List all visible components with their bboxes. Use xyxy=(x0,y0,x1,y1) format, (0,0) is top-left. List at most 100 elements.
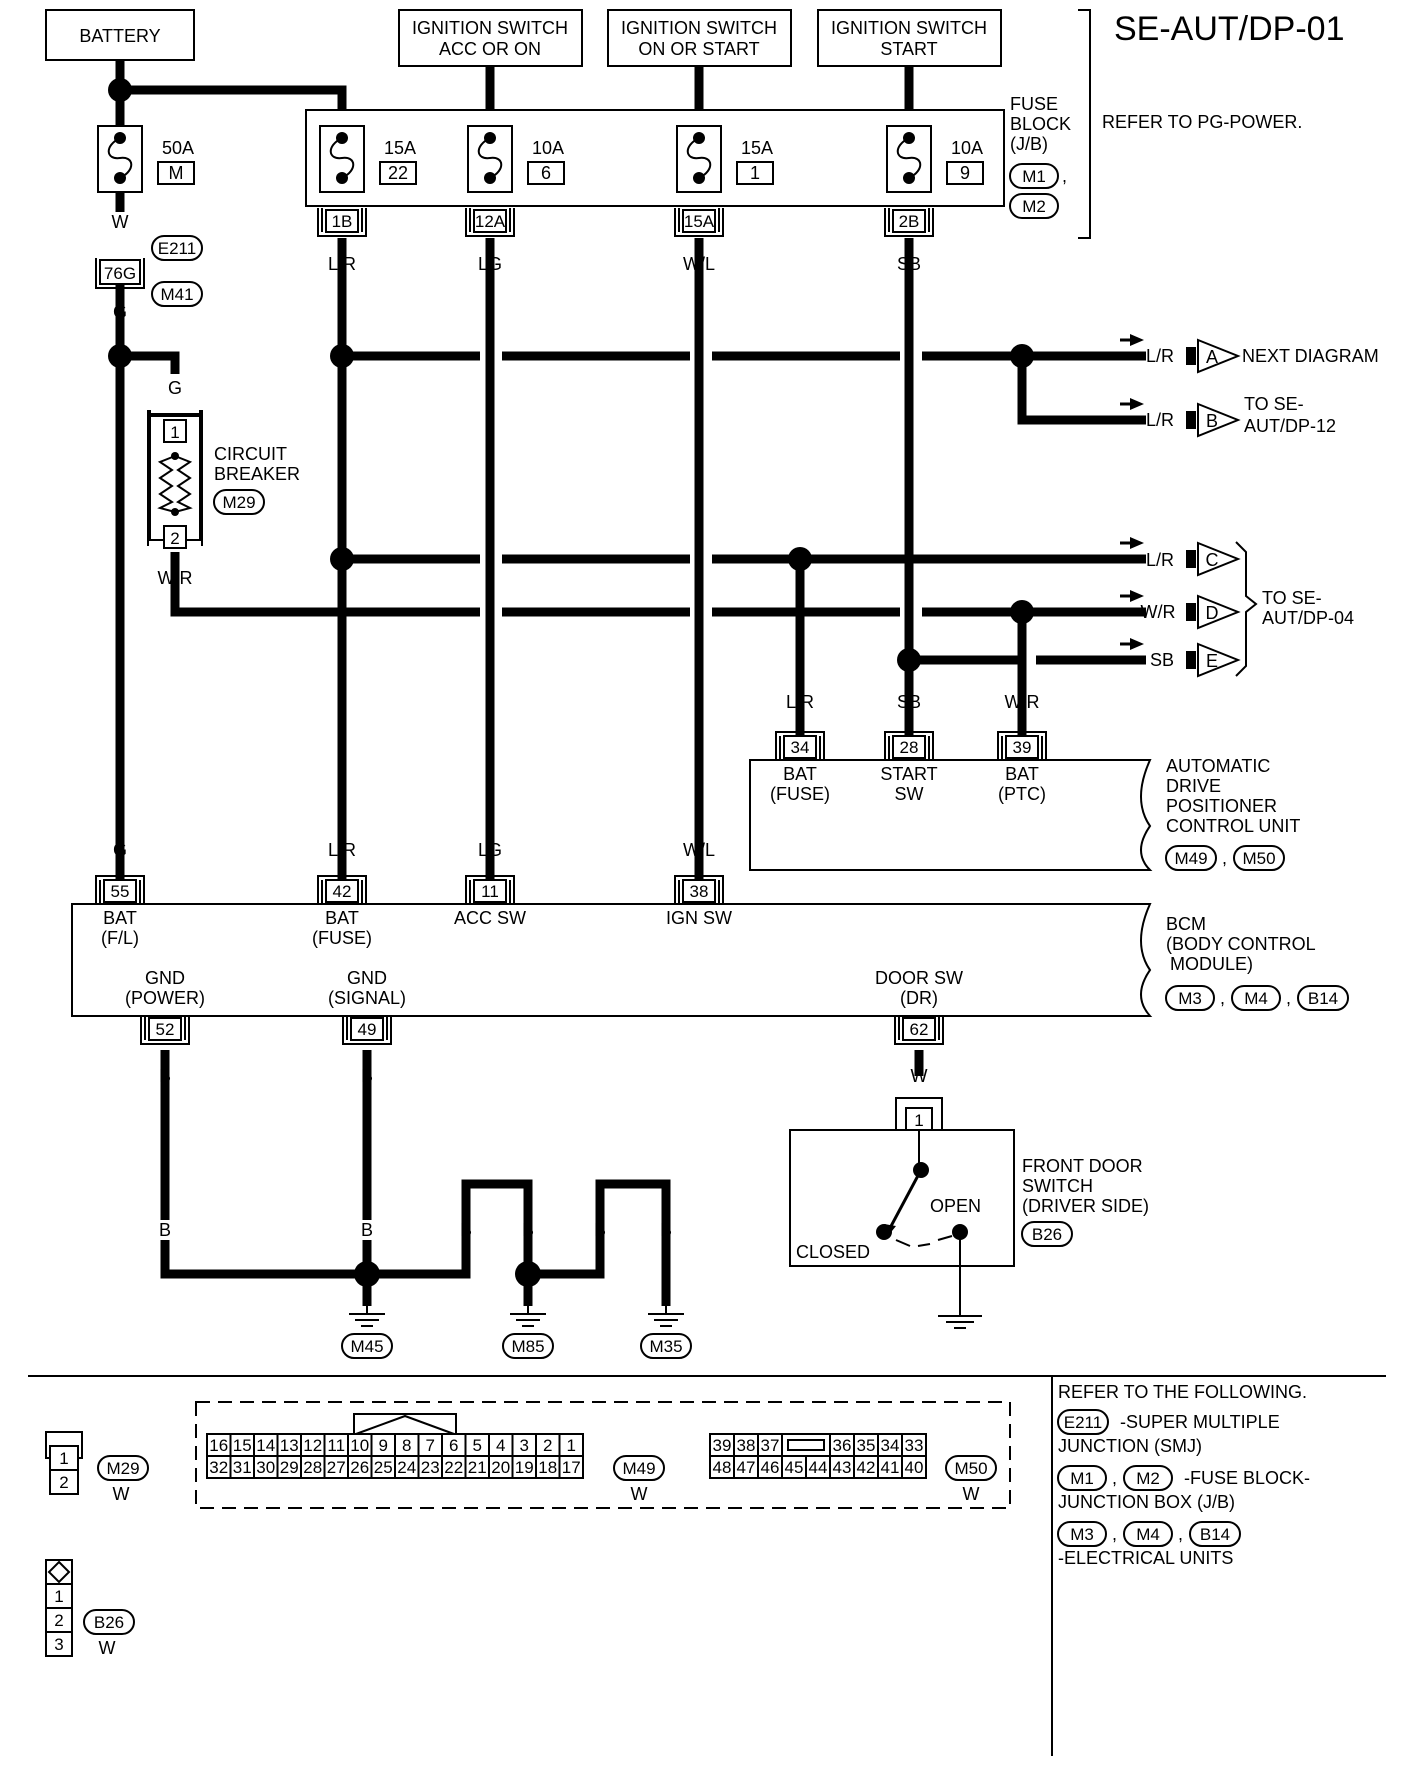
m49-pin: 21 xyxy=(468,1458,487,1477)
svg-text:B26: B26 xyxy=(94,1613,124,1632)
m49-pin: 31 xyxy=(233,1458,252,1477)
svg-text:SB: SB xyxy=(897,692,921,712)
m49-pin: 24 xyxy=(397,1458,416,1477)
splice-dot xyxy=(354,1261,380,1287)
m50-pin: 37 xyxy=(761,1436,780,1455)
svg-text:L/R: L/R xyxy=(328,254,356,274)
svg-text:1: 1 xyxy=(59,1449,68,1468)
ign-acc-on-box: IGNITION SWITCH ACC OR ON xyxy=(398,9,583,67)
svg-text:W/R: W/R xyxy=(1005,692,1040,712)
bcm-pin-name: BAT xyxy=(103,908,137,928)
connector-cde-bracket xyxy=(1235,541,1258,677)
circuit-breaker-ref: M29 xyxy=(213,489,265,515)
m49-pin: 32 xyxy=(209,1458,228,1477)
fuse-amp: 15A xyxy=(384,138,416,158)
svg-text:B26: B26 xyxy=(1032,1225,1062,1244)
door-switch-ref: B26 xyxy=(1021,1221,1073,1247)
ign-start-line2: START xyxy=(880,39,937,59)
fuse-id: 22 xyxy=(388,163,408,183)
fuse-block-title-1: FUSE xyxy=(1010,94,1058,114)
fuse-terminal-1: 12A xyxy=(465,208,515,237)
svg-text:62: 62 xyxy=(910,1020,929,1039)
m50-pin: 47 xyxy=(737,1458,756,1477)
bcm-pin-name: IGN SW xyxy=(666,908,732,928)
m49-pin: 6 xyxy=(449,1436,458,1455)
svg-text:M29: M29 xyxy=(222,493,255,512)
m50-pin: 45 xyxy=(785,1458,804,1477)
m49-pin: 5 xyxy=(473,1436,482,1455)
m49-pin: 27 xyxy=(327,1458,346,1477)
connector-b: B xyxy=(1197,402,1241,438)
svg-text:SB: SB xyxy=(897,254,921,274)
ground-2: M35 xyxy=(640,1306,692,1359)
svg-text:C: C xyxy=(1206,550,1219,570)
svg-text:1: 1 xyxy=(914,1111,923,1130)
m49-pin: 26 xyxy=(350,1458,369,1477)
m49-pin: 17 xyxy=(562,1458,581,1477)
junction-76g: 76G xyxy=(95,258,145,289)
svg-text:B: B xyxy=(1206,411,1218,431)
fuse-amp: 15A xyxy=(741,138,773,158)
connector-c: C xyxy=(1197,541,1241,577)
m50-pin: 39 xyxy=(713,1436,732,1455)
svg-text:2: 2 xyxy=(170,529,179,548)
reference-e211: E211 -SUPER MULTIPLE JUNCTION (SMJ) xyxy=(1057,1409,1280,1456)
m49-pin: 25 xyxy=(374,1458,393,1477)
fuse-amp: 10A xyxy=(951,138,983,158)
connector-cde-label-2: AUT/DP-04 xyxy=(1262,608,1354,628)
svg-text:A: A xyxy=(1206,347,1218,367)
svg-text:M3: M3 xyxy=(1178,989,1202,1008)
svg-text:L/R: L/R xyxy=(1146,410,1174,430)
svg-text:M29: M29 xyxy=(106,1459,139,1478)
svg-text:15A: 15A xyxy=(684,212,715,231)
bcm-pin-name: BAT xyxy=(325,908,359,928)
connector-cde-label-1: TO SE- xyxy=(1262,588,1322,608)
svg-text:M49: M49 xyxy=(1174,849,1207,868)
m49-pin: 4 xyxy=(496,1436,505,1455)
svg-text:,: , xyxy=(1220,988,1225,1008)
fuse-block-title-2: BLOCK xyxy=(1010,114,1071,134)
m49-pin: 14 xyxy=(256,1436,275,1455)
svg-text:M1: M1 xyxy=(1022,167,1046,186)
ign-start-box: IGNITION SWITCH START xyxy=(817,9,1002,67)
svg-text:38: 38 xyxy=(690,882,709,901)
ign-on-start-box: IGNITION SWITCH ON OR START xyxy=(607,9,792,67)
legend-b26: 1 2 3 B26 W xyxy=(45,1559,135,1658)
splice-dot xyxy=(108,78,132,102)
ign-on-start-line1: IGNITION SWITCH xyxy=(621,18,777,38)
ign-acc-on-line2: ACC OR ON xyxy=(439,39,541,59)
adp-pin-name: BAT xyxy=(783,764,817,784)
adp-pin-1: 28 xyxy=(884,731,934,760)
svg-text:B: B xyxy=(361,1066,373,1086)
legend-m49-ref: M49 W xyxy=(613,1455,665,1504)
m49-pin: 3 xyxy=(520,1436,529,1455)
bcm-pin-name: ACC SW xyxy=(454,908,526,928)
adp-control-unit-body xyxy=(749,759,1153,871)
junction-ref-m41: M41 xyxy=(151,281,203,307)
adp-ref-m50: M50 xyxy=(1233,845,1285,871)
legend-m50-ref: M50 W xyxy=(945,1455,997,1504)
ign-on-start-line2: ON OR START xyxy=(638,39,759,59)
connector-a-label: NEXT DIAGRAM xyxy=(1242,346,1379,366)
fuse-amp: 50A xyxy=(162,138,194,158)
adp-label-3: POSITIONER xyxy=(1166,796,1277,816)
svg-text:-FUSE BLOCK-: -FUSE BLOCK- xyxy=(1184,1468,1310,1488)
svg-text:E211: E211 xyxy=(158,239,196,258)
bcm-pin-name: (DR) xyxy=(900,988,938,1008)
fuse-id: 1 xyxy=(750,163,760,183)
svg-text:B: B xyxy=(159,1066,171,1086)
m50-pin: 44 xyxy=(809,1458,828,1477)
svg-text:L/R: L/R xyxy=(786,692,814,712)
battery-box: BATTERY xyxy=(45,9,195,61)
svg-text:1: 1 xyxy=(170,423,179,442)
m50-pin: 41 xyxy=(881,1458,900,1477)
m49-pin: 19 xyxy=(515,1458,534,1477)
splice-dots xyxy=(108,78,1034,672)
